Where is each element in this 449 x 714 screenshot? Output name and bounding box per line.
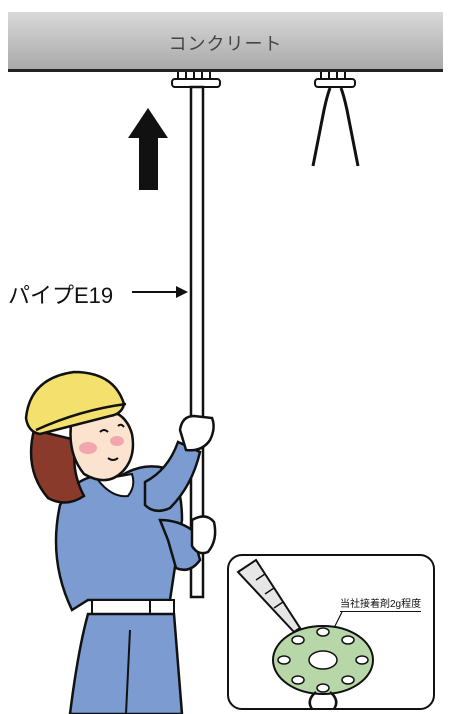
up-arrow-icon xyxy=(128,108,168,190)
anchor-on-pipe xyxy=(171,72,221,88)
adhesive-inset xyxy=(227,554,435,710)
pipe-label: パイプE19 xyxy=(8,283,114,308)
installed-anchor xyxy=(311,72,360,167)
pipe-pointer-arrow xyxy=(132,286,188,298)
worker-figure xyxy=(24,370,217,714)
ceiling-label: コンクリート xyxy=(168,34,283,54)
adhesive-label: 当社接着剤2g程度 xyxy=(340,599,422,612)
concrete-ceiling: コンクリート xyxy=(8,12,443,72)
